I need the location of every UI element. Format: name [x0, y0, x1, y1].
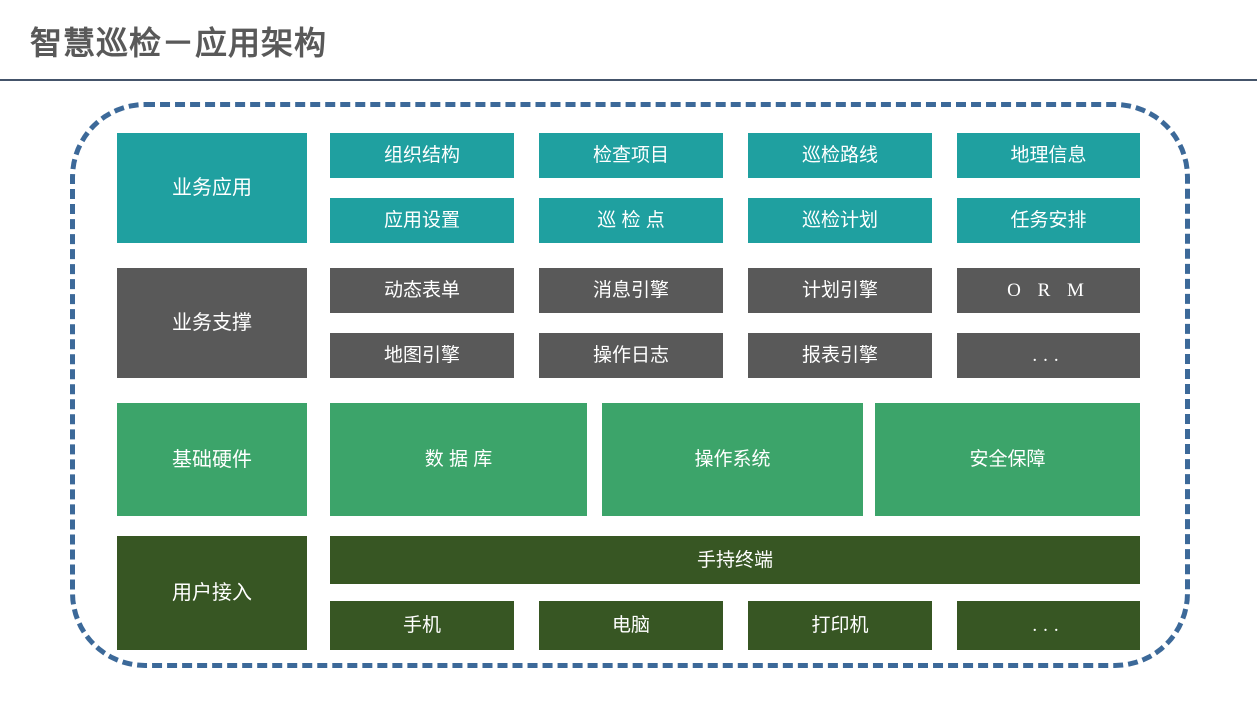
box-more-devices: ...: [957, 601, 1140, 650]
layer-label-user-access: 用户接入: [117, 536, 307, 650]
box-orm: O R M: [957, 268, 1140, 313]
box-inspection-items: 检查项目: [539, 133, 723, 178]
layer-label-business-support: 业务支撑: [117, 268, 307, 378]
box-handheld-terminal: 手持终端: [330, 536, 1140, 584]
layer-label-business-application: 业务应用: [117, 133, 307, 243]
box-plan-engine: 计划引擎: [748, 268, 932, 313]
architecture-dashed-frame: [70, 102, 1190, 668]
box-map-engine: 地图引擎: [330, 333, 514, 378]
box-org-structure: 组织结构: [330, 133, 514, 178]
box-patrol-points: 巡 检 点: [539, 198, 723, 243]
box-dynamic-forms: 动态表单: [330, 268, 514, 313]
box-computer: 电脑: [539, 601, 723, 650]
page-title: 智慧巡检－应用架构: [30, 25, 328, 61]
box-operating-system: 操作系统: [602, 403, 863, 516]
title-divider: [0, 79, 1257, 81]
box-mobile-phone: 手机: [330, 601, 514, 650]
box-more-support: ...: [957, 333, 1140, 378]
box-geo-info: 地理信息: [957, 133, 1140, 178]
box-patrol-routes: 巡检路线: [748, 133, 932, 178]
box-patrol-plans: 巡检计划: [748, 198, 932, 243]
layer-label-basic-hardware: 基础硬件: [117, 403, 307, 516]
box-operation-log: 操作日志: [539, 333, 723, 378]
box-security: 安全保障: [875, 403, 1140, 516]
box-task-schedule: 任务安排: [957, 198, 1140, 243]
box-app-settings: 应用设置: [330, 198, 514, 243]
box-report-engine: 报表引擎: [748, 333, 932, 378]
box-database: 数 据 库: [330, 403, 587, 516]
box-printer: 打印机: [748, 601, 932, 650]
box-message-engine: 消息引擎: [539, 268, 723, 313]
